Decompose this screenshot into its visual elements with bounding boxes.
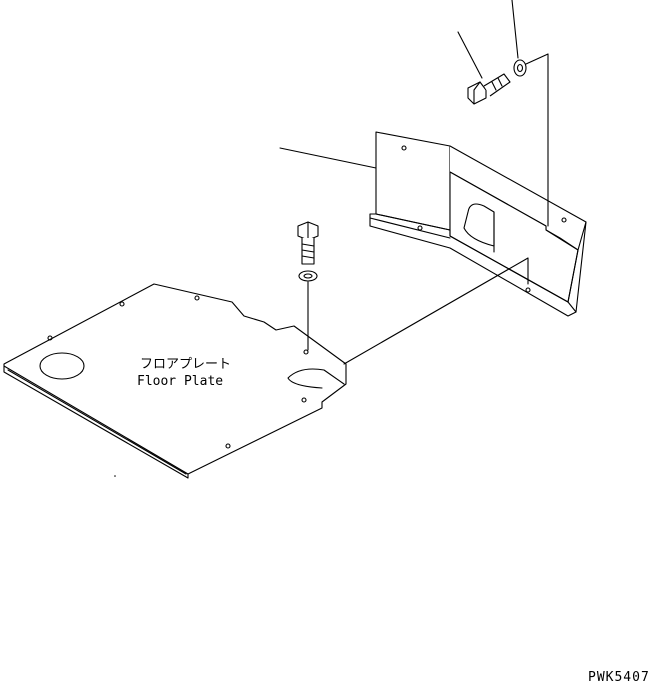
leader-line-bracket	[279, 147, 377, 169]
assembly-line-plate	[343, 257, 529, 365]
bolt-icon	[297, 221, 319, 265]
bracket-cover	[279, 131, 587, 317]
bolt-icon	[457, 31, 511, 105]
assembly-line-top	[525, 53, 549, 227]
leader-line-bolt	[457, 31, 483, 79]
washer-icon	[511, 0, 527, 77]
washer-icon	[298, 270, 318, 282]
floor-plate	[3, 283, 347, 479]
leader-line-washer	[511, 0, 519, 59]
drawing-code: PWK5407	[588, 670, 650, 684]
floor-plate-label-jp: フロアプレート	[140, 357, 231, 372]
floor-plate-label-en: Floor Plate	[137, 374, 223, 389]
floor-plate-hole	[39, 352, 85, 380]
